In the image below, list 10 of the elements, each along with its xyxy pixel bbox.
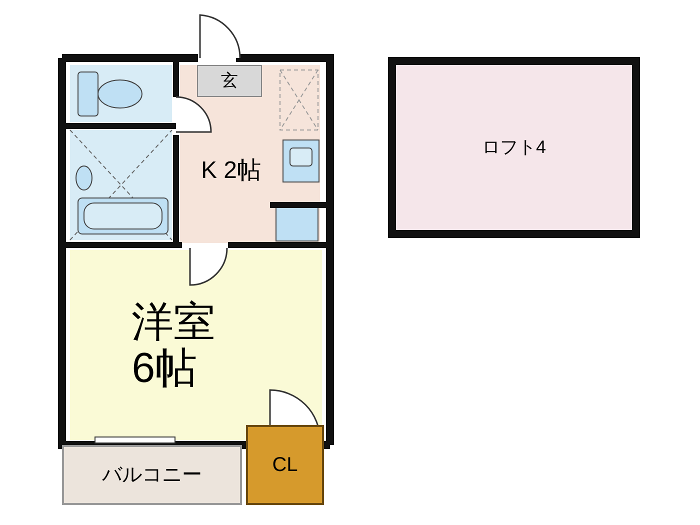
- closet-room: [246, 425, 324, 505]
- room-label: K 2帖: [200, 158, 262, 184]
- room-label: ロフト4: [482, 138, 546, 158]
- room-label: 洋室6帖: [132, 298, 217, 392]
- balcony-area: [62, 445, 242, 505]
- room-label: CL: [272, 454, 298, 476]
- room-label: 玄: [221, 72, 238, 90]
- entrance-room: [197, 65, 262, 97]
- room-label: バルコニー: [102, 464, 202, 486]
- loft-room: [388, 57, 640, 238]
